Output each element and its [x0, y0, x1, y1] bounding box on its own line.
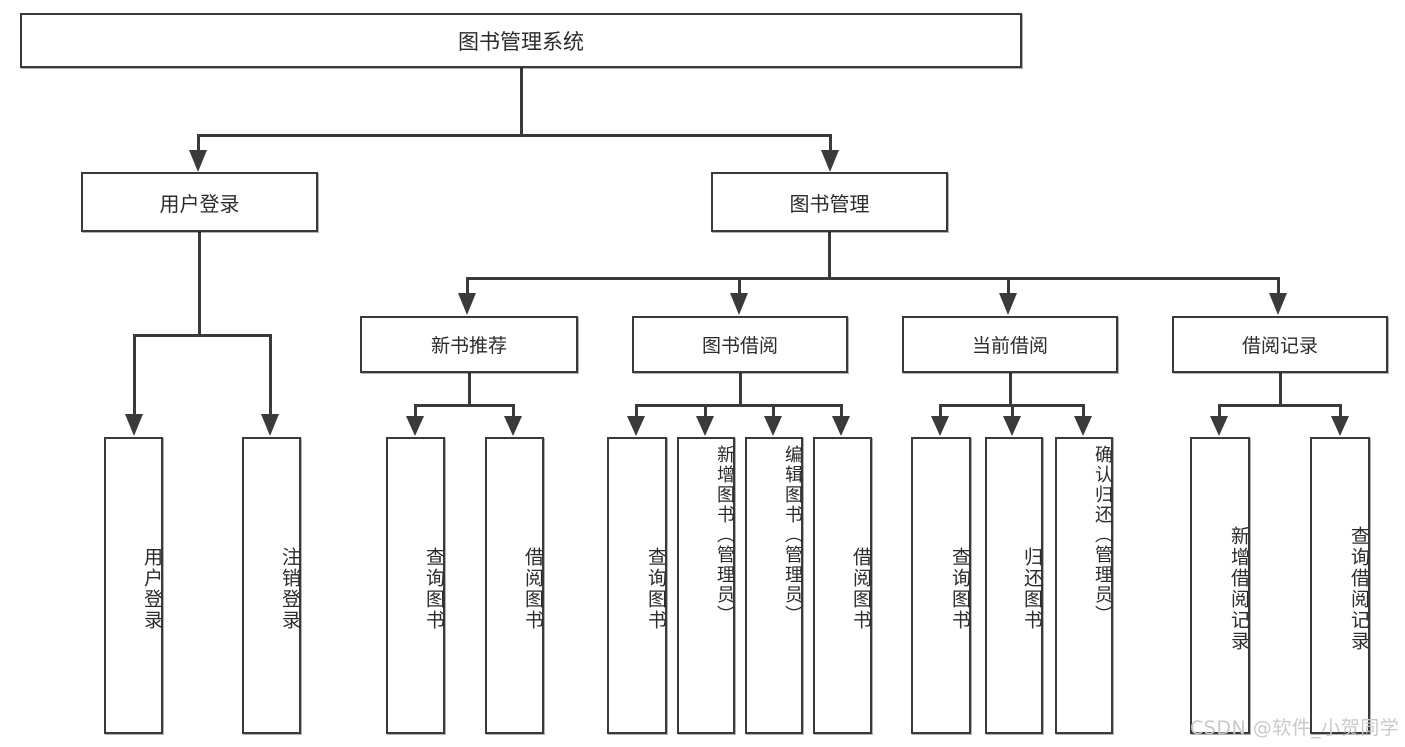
arrow-to-current-borrow	[999, 293, 1017, 315]
connector-book-borrow-c2	[704, 404, 707, 416]
connector-new-book-rec-stem	[468, 373, 471, 407]
arrow-to-book-borrow	[730, 293, 748, 315]
node-book-manage[interactable]: 图书管理	[711, 172, 948, 232]
connector-borrow-record-left	[1218, 404, 1221, 416]
connector-book-borrow-bus	[635, 404, 843, 407]
connector-user-login-left	[133, 334, 136, 417]
leaf-query-record[interactable]: 查询借阅记录	[1310, 437, 1370, 734]
node-root[interactable]: 图书管理系统	[20, 13, 1022, 68]
leaf-confirm-return[interactable]: 确认归还（管理员）	[1055, 437, 1113, 734]
connector-book-borrow-c1	[635, 404, 638, 416]
connector-borrow-record-right	[1339, 404, 1342, 416]
arrow-to-borrow-record	[1269, 293, 1287, 315]
connector-current-borrow-c2	[1011, 404, 1014, 416]
arrow-to-leaf-query-record	[1331, 416, 1349, 436]
leaf-borrow-book-1[interactable]: 借阅图书	[485, 437, 544, 734]
connector-level2-bus	[466, 277, 1280, 280]
connector-new-book-rec-right	[512, 404, 515, 416]
connector-new-book-rec-left	[414, 404, 417, 416]
arrow-to-leaf-confirm-return	[1074, 416, 1092, 436]
connector-to-current-borrow	[1007, 277, 1010, 295]
connector-book-borrow-c4	[840, 404, 843, 416]
leaf-logout[interactable]: 注销登录	[242, 437, 301, 734]
connector-root-stem	[520, 68, 523, 136]
node-new-book-rec[interactable]: 新书推荐	[360, 316, 578, 373]
leaf-query-book-3[interactable]: 查询图书	[911, 437, 971, 734]
arrow-to-leaf-query-book-2	[627, 416, 645, 436]
connector-to-borrow-record	[1277, 277, 1280, 295]
connector-current-borrow-c3	[1082, 404, 1085, 416]
arrow-to-leaf-query-book-3	[931, 416, 949, 436]
connector-root-to-book-manage	[829, 134, 832, 153]
arrow-to-leaf-add-record	[1210, 416, 1228, 436]
arrow-to-user-login	[189, 150, 207, 172]
arrow-to-leaf-logout	[261, 414, 279, 436]
connector-current-borrow-c1	[939, 404, 942, 416]
connector-new-book-rec-bus	[414, 404, 514, 407]
connector-book-borrow-stem	[739, 373, 742, 407]
connector-user-login-bus	[133, 334, 272, 337]
connector-borrow-record-stem	[1279, 373, 1282, 407]
arrow-to-book-manage	[821, 150, 839, 172]
arrow-to-leaf-return-book	[1003, 416, 1021, 436]
leaf-return-book[interactable]: 归还图书	[985, 437, 1043, 734]
connector-user-login-stem	[198, 232, 201, 337]
leaf-borrow-book-2[interactable]: 借阅图书	[813, 437, 872, 734]
node-book-borrow[interactable]: 图书借阅	[632, 316, 848, 373]
leaf-query-book-1[interactable]: 查询图书	[386, 437, 445, 734]
node-borrow-record[interactable]: 借阅记录	[1172, 316, 1388, 373]
arrow-to-leaf-user-login	[125, 414, 143, 436]
connector-book-borrow-c3	[772, 404, 775, 416]
node-current-borrow[interactable]: 当前借阅	[902, 316, 1118, 373]
leaf-edit-book[interactable]: 编辑图书（管理员）	[745, 437, 803, 734]
leaf-add-record[interactable]: 新增借阅记录	[1190, 437, 1250, 734]
connector-to-new-book-rec	[466, 277, 469, 295]
arrow-to-leaf-borrow-book-2	[832, 416, 850, 436]
connector-root-bus	[197, 134, 830, 137]
node-user-login[interactable]: 用户登录	[81, 172, 318, 232]
connector-borrow-record-bus	[1218, 404, 1342, 407]
arrow-to-new-book-rec	[458, 293, 476, 315]
arrow-to-leaf-edit-book	[764, 416, 782, 436]
arrow-to-leaf-query-book-1	[406, 416, 424, 436]
connector-current-borrow-stem	[1009, 373, 1012, 407]
connector-to-book-borrow	[738, 277, 741, 295]
leaf-query-book-2[interactable]: 查询图书	[607, 437, 667, 734]
arrow-to-leaf-borrow-book-1	[504, 416, 522, 436]
connector-root-to-user-login	[197, 134, 200, 153]
arrow-to-leaf-add-book	[696, 416, 714, 436]
connector-book-manage-stem	[828, 232, 831, 280]
leaf-add-book[interactable]: 新增图书（管理员）	[677, 437, 735, 734]
leaf-user-login[interactable]: 用户登录	[104, 437, 163, 734]
connector-user-login-right	[269, 334, 272, 417]
